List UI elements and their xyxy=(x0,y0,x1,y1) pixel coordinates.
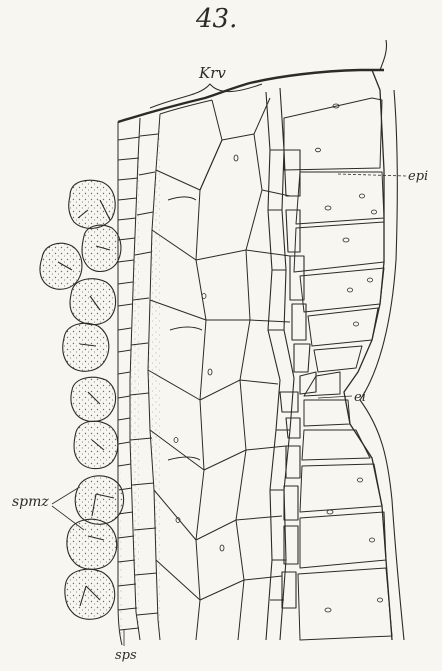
label-epi: epi xyxy=(408,169,428,184)
spore-5 xyxy=(63,323,109,371)
sporogenous-cell-column xyxy=(118,114,160,645)
spore-1 xyxy=(69,180,115,228)
spmz-leader-1 xyxy=(52,488,78,504)
spore-10 xyxy=(65,569,115,619)
spore-2 xyxy=(82,225,121,271)
spore-4 xyxy=(70,279,116,325)
spore-mother-cells xyxy=(40,180,124,619)
label-ei: ei xyxy=(354,390,366,405)
cuticle-top-edge xyxy=(118,70,384,122)
figure-number: 43. xyxy=(196,4,237,34)
ei-leader xyxy=(318,396,352,398)
label-spmz: spmz xyxy=(12,494,49,510)
spore-6 xyxy=(71,377,116,421)
spore-3 xyxy=(40,243,82,289)
spore-9 xyxy=(67,519,117,569)
spore-7 xyxy=(74,421,118,468)
wall-band xyxy=(266,88,316,640)
epi-leader xyxy=(338,174,406,176)
label-krv: Krv xyxy=(199,64,226,82)
label-sps: sps xyxy=(115,648,137,663)
krv-bracket xyxy=(150,84,262,108)
spore-8 xyxy=(75,476,123,524)
